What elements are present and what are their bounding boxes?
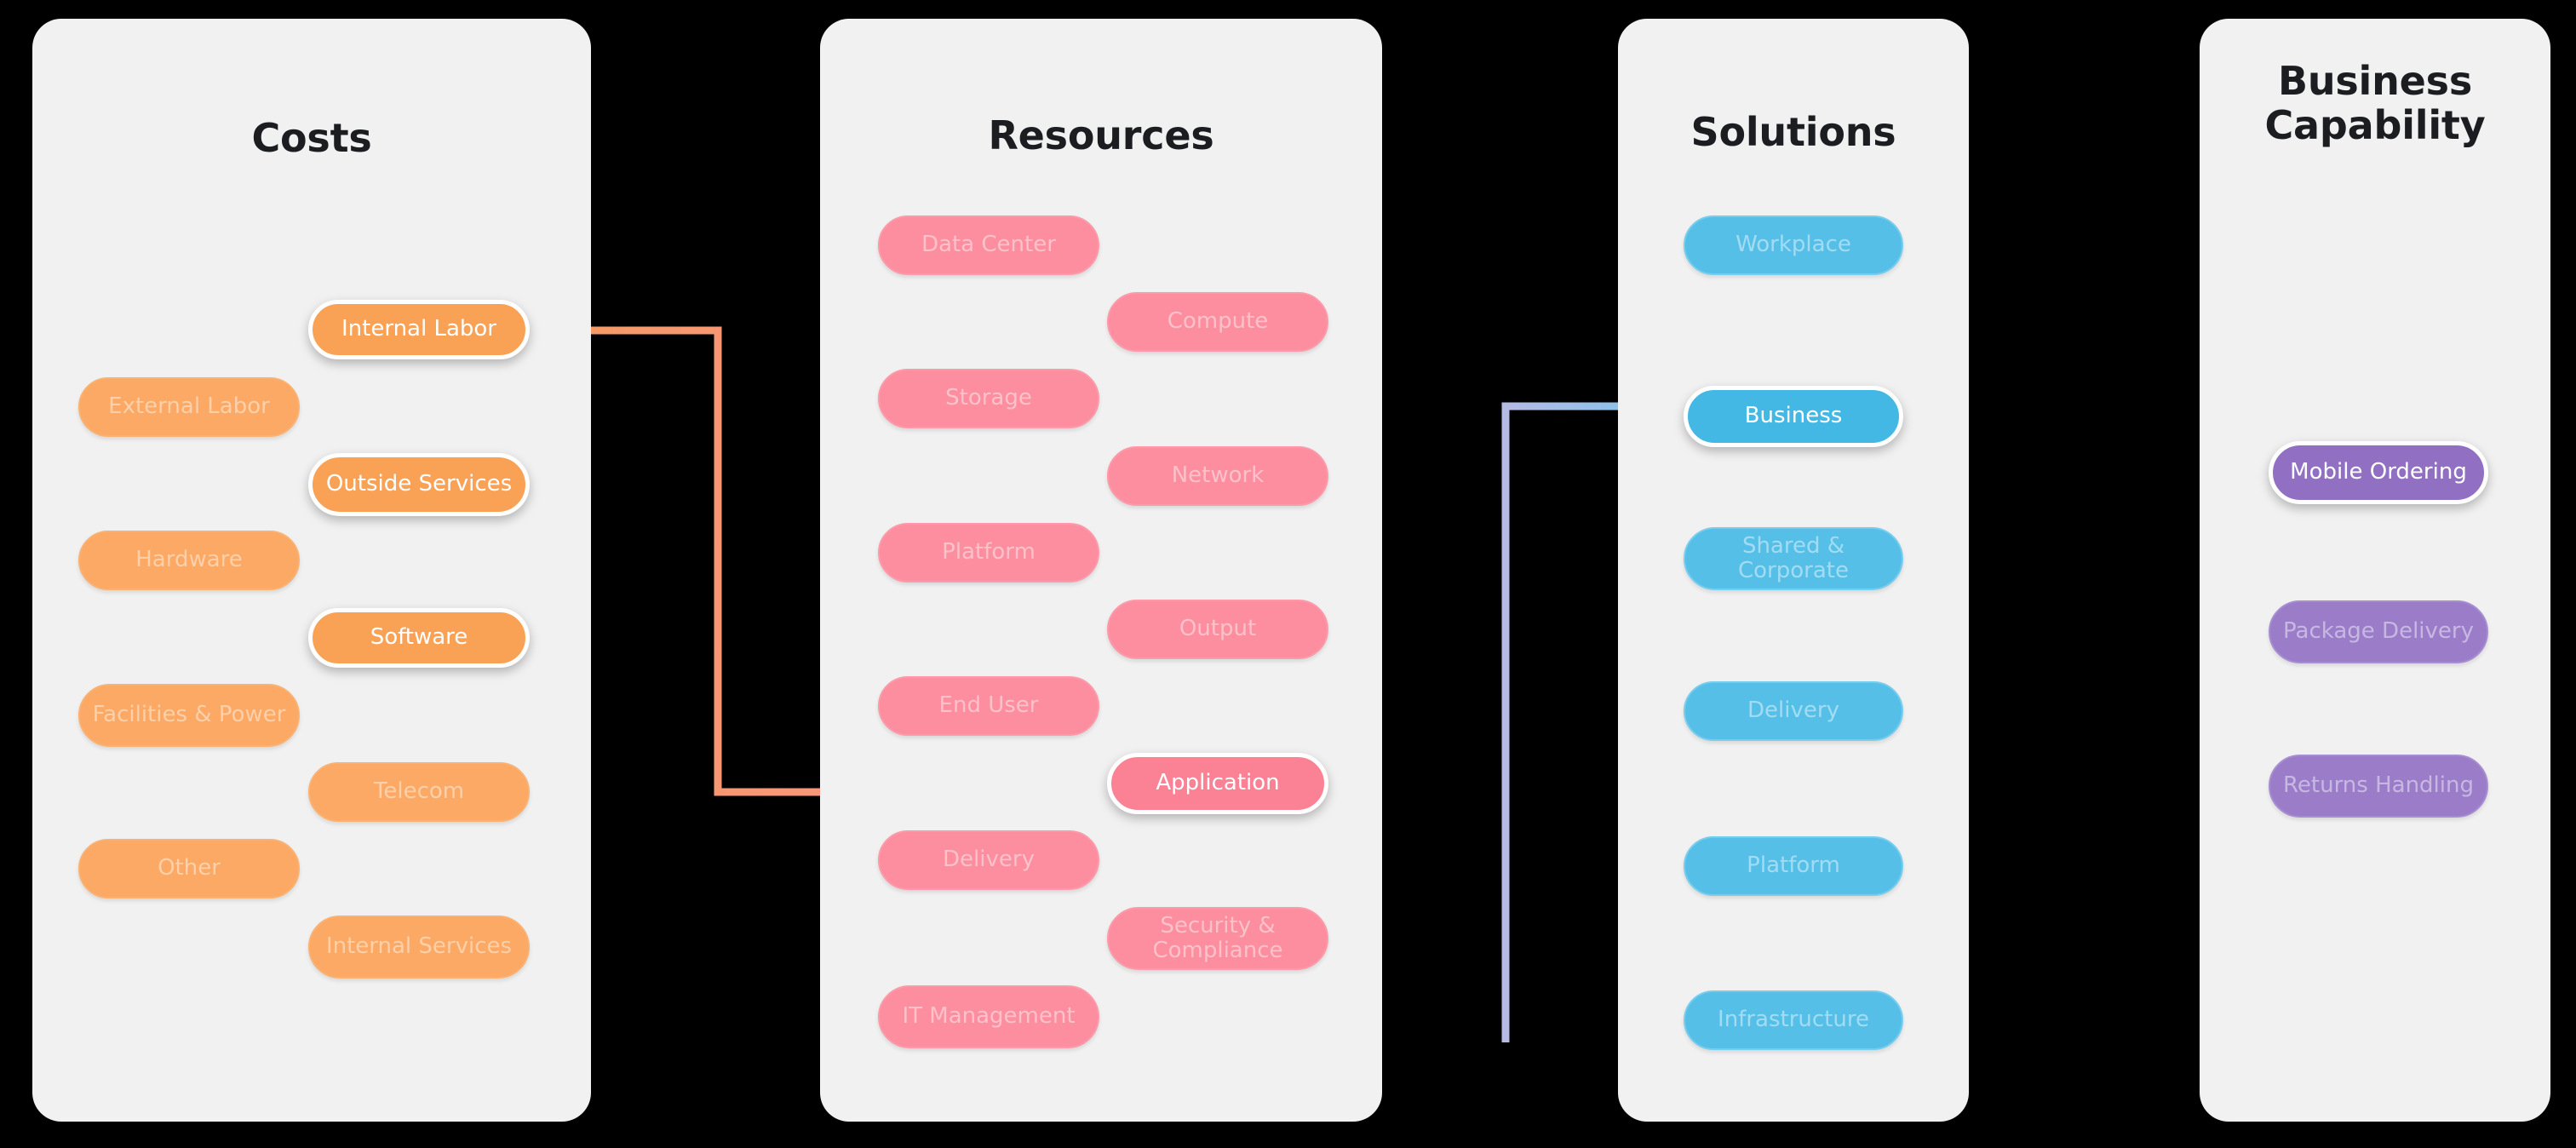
node-end-user[interactable]: End User [878,676,1099,736]
node-other[interactable]: Other [78,839,300,898]
node-label: Storage [945,385,1032,411]
node-label: Facilities & Power [92,702,286,728]
node-label: Business [1744,403,1843,429]
node-label: Platform [942,539,1036,565]
node-delivery-resources[interactable]: Delivery [878,830,1099,890]
node-label: Output [1179,616,1257,642]
panel-business-capability: Business Capability [2200,19,2550,1122]
node-label: Software [370,624,468,651]
node-software[interactable]: Software [308,608,530,668]
node-telecom[interactable]: Telecom [308,762,530,822]
node-output[interactable]: Output [1107,600,1328,659]
node-package-delivery[interactable]: Package Delivery [2269,600,2488,663]
node-label: Internal Services [325,933,513,960]
node-hardware[interactable]: Hardware [78,531,300,590]
panel-title-business-capability: Business Capability [2264,58,2486,148]
node-label: Hardware [135,547,243,573]
node-label: Delivery [1747,697,1839,724]
node-label: External Labor [108,393,270,420]
node-facilities-power[interactable]: Facilities & Power [78,684,300,747]
node-label: Security & Compliance [1152,912,1283,963]
node-label: Delivery [943,847,1035,873]
node-internal-labor[interactable]: Internal Labor [308,300,530,359]
node-label: Data Center [921,232,1056,258]
node-shared-corporate[interactable]: Shared & Corporate [1684,527,1903,590]
node-compute[interactable]: Compute [1107,292,1328,352]
node-platform-resources[interactable]: Platform [878,523,1099,583]
node-label: Returns Handling [2283,772,2474,799]
node-label: Network [1171,462,1265,489]
node-workplace[interactable]: Workplace [1684,215,1903,275]
panel-title-solutions: Solutions [1690,109,1896,155]
node-label: Application [1156,770,1280,796]
node-label: Other [158,855,221,881]
node-label: Mobile Ordering [2290,459,2467,485]
node-application[interactable]: Application [1107,753,1328,814]
panel-title-resources: Resources [988,112,1214,158]
node-data-center[interactable]: Data Center [878,215,1099,275]
node-label: Platform [1747,852,1840,879]
node-internal-services[interactable]: Internal Services [308,916,530,979]
node-it-management[interactable]: IT Management [878,985,1099,1048]
node-platform-solutions[interactable]: Platform [1684,836,1903,896]
node-infrastructure[interactable]: Infrastructure [1684,990,1903,1050]
node-label: Package Delivery [2283,618,2474,645]
node-label: Workplace [1736,232,1851,258]
node-external-labor[interactable]: External Labor [78,377,300,437]
node-delivery-solutions[interactable]: Delivery [1684,681,1903,741]
panel-title-costs: Costs [251,115,372,161]
node-returns-handling[interactable]: Returns Handling [2269,755,2488,818]
node-storage[interactable]: Storage [878,369,1099,428]
node-security-compliance[interactable]: Security & Compliance [1107,907,1328,970]
node-label: Telecom [373,778,465,805]
node-label: End User [938,692,1039,719]
node-label: Compute [1167,308,1269,335]
node-label: IT Management [902,1003,1076,1030]
node-business[interactable]: Business [1684,386,1903,447]
node-mobile-ordering[interactable]: Mobile Ordering [2269,441,2488,504]
node-label: Outside Services [325,471,513,497]
node-network[interactable]: Network [1107,446,1328,506]
node-outside-services[interactable]: Outside Services [308,453,530,516]
node-label: Shared & Corporate [1738,532,1849,583]
node-label: Infrastructure [1718,1007,1869,1033]
node-label: Internal Labor [341,316,496,342]
